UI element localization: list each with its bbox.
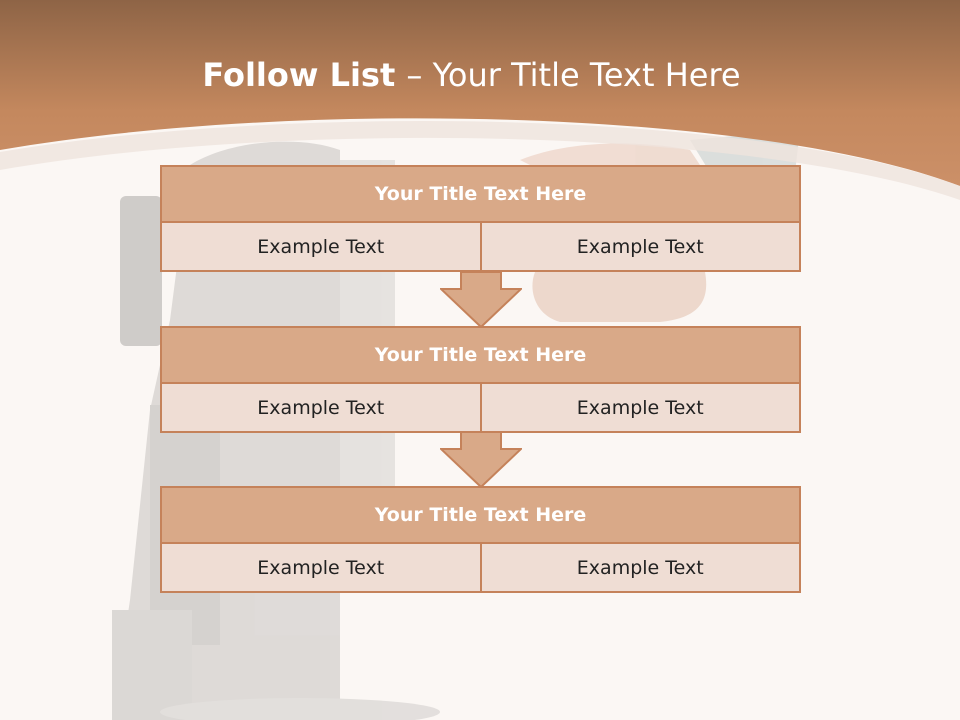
title-bold-part: Follow List [202, 56, 407, 94]
block-row: Example Text Example Text [160, 384, 801, 433]
block-cell-right: Example Text [481, 384, 801, 433]
block-cell-left: Example Text [160, 223, 482, 272]
header-curve-highlight [0, 121, 960, 200]
down-arrow-icon [440, 271, 522, 329]
block-cell-right: Example Text [481, 544, 801, 593]
block-cell-left: Example Text [160, 544, 482, 593]
list-block-1: Your Title Text Here Example Text Exampl… [160, 165, 801, 272]
block-cell-right: Example Text [481, 223, 801, 272]
title-dash: – [406, 56, 423, 94]
block-row: Example Text Example Text [160, 223, 801, 272]
block-title: Your Title Text Here [160, 326, 801, 384]
title-rest: Your Title Text Here [432, 56, 741, 94]
down-arrow-icon [440, 431, 522, 489]
block-row: Example Text Example Text [160, 544, 801, 593]
list-block-2: Your Title Text Here Example Text Exampl… [160, 326, 801, 433]
header-band [0, 0, 960, 186]
block-title: Your Title Text Here [160, 486, 801, 544]
block-title: Your Title Text Here [160, 165, 801, 223]
slide-title: Follow List – Your Title Text Here [0, 56, 943, 94]
list-block-3: Your Title Text Here Example Text Exampl… [160, 486, 801, 593]
block-cell-left: Example Text [160, 384, 482, 433]
